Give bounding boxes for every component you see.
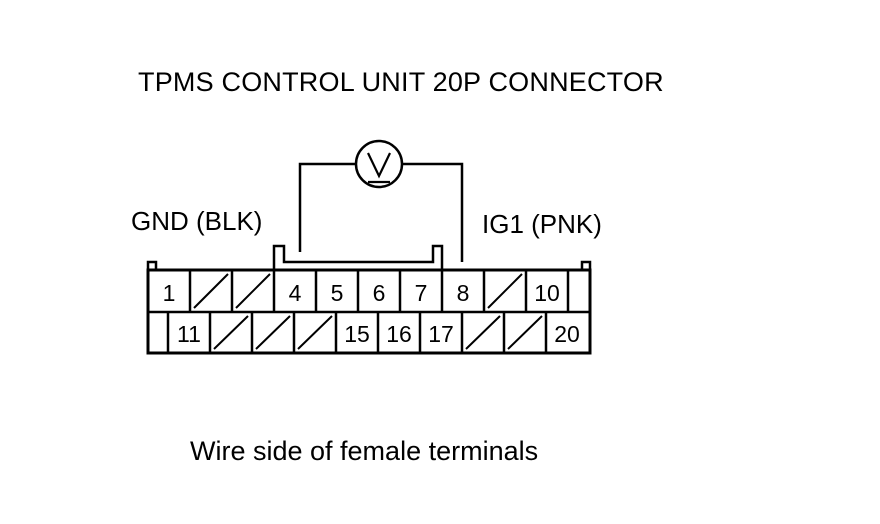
empty-cavity-12 [213,315,249,350]
caption: Wire side of female terminals [190,436,539,466]
ig1-probe-wire [402,162,464,262]
terminal-17: 17 [428,321,454,347]
terminal-1: 1 [163,280,176,306]
empty-cavity-9 [487,273,523,309]
terminal-8: 8 [457,280,470,306]
voltmeter-symbol [367,152,391,184]
terminal-16: 16 [386,321,412,347]
terminal-20: 20 [554,321,580,347]
empty-cavity-3 [235,273,271,309]
voltmeter-icon [354,139,404,189]
terminal-10: 10 [534,280,560,306]
ig1-label: IG1 (PNK) [482,209,602,239]
terminal-15: 15 [344,321,370,347]
terminal-5: 5 [331,280,344,306]
diagram-title: TPMS CONTROL UNIT 20P CONNECTOR [138,67,664,97]
empty-cavity-18 [465,315,501,350]
terminal-7: 7 [415,280,428,306]
empty-cavity-14 [297,315,333,350]
terminal-4: 4 [289,280,302,306]
gnd-label: GND (BLK) [131,206,263,236]
connector-lock-tab [272,244,444,270]
empty-cavity-19 [507,315,543,350]
terminal-6: 6 [373,280,386,306]
empty-cavity-2 [193,273,229,309]
left-latch [146,260,158,270]
gnd-probe-wire [298,162,356,252]
empty-cavity-13 [255,315,291,350]
right-latch [580,260,592,270]
terminal-11: 11 [177,321,201,347]
